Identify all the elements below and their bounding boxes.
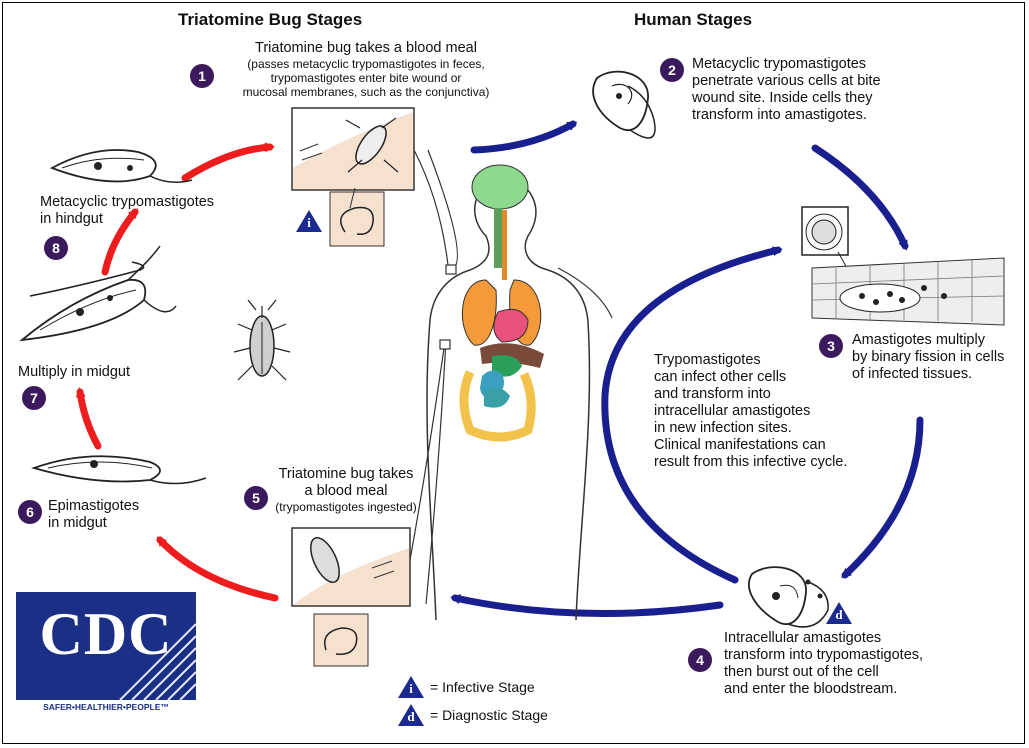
- stage-2-badge: 2: [660, 58, 684, 82]
- reinfection-note: Trypomastigotes can infect other cells a…: [654, 352, 847, 471]
- stage-1-detail-2: trypomastigotes enter bite wound or: [218, 71, 514, 85]
- stage-8-line-1: Metacyclic trypomastigotes: [40, 194, 214, 211]
- legend-infective-letter: i: [398, 681, 424, 697]
- legend-diagnostic: d = Diagnostic Stage: [398, 704, 548, 726]
- stage-6-badge: 6: [18, 500, 42, 524]
- note-line-7: result from this infective cycle.: [654, 454, 847, 471]
- stage-4-label: Intracellular amastigotes transform into…: [724, 630, 923, 698]
- arrow-1-to-2: [474, 124, 573, 150]
- stage-8-badge: 8: [44, 236, 68, 260]
- legend-infective: i = Infective Stage: [398, 676, 535, 698]
- stage-6-line-2: in midgut: [48, 515, 139, 532]
- epimastigote-stage-6: [34, 456, 206, 483]
- note-line-5: in new infection sites.: [654, 420, 847, 437]
- heading-human-stages: Human Stages: [634, 10, 752, 30]
- stage-3-label: Amastigotes multiply by binary fission i…: [852, 332, 1004, 383]
- stage-1-badge: 1: [190, 64, 214, 88]
- stage-8-label: Metacyclic trypomastigotes in hindgut: [40, 194, 214, 228]
- stage-3-line-3: of infected tissues.: [852, 366, 1004, 383]
- stage-7-label: Multiply in midgut: [18, 364, 130, 381]
- stage-5-title-2: a blood meal: [262, 483, 430, 500]
- note-line-1: Trypomastigotes: [654, 352, 847, 369]
- arrow-4-to-5: [455, 598, 720, 614]
- stage-4-line-2: transform into trypomastigotes,: [724, 647, 923, 664]
- legend-diagnostic-label: = Diagnostic Stage: [430, 707, 548, 723]
- human-figure: [427, 165, 589, 620]
- stage-1-detail-3: mucosal membranes, such as the conjuncti…: [218, 85, 514, 99]
- cdc-logo: CDC SAFER•HEALTHIER•PEOPLE™: [16, 592, 196, 700]
- infective-marker-letter: i: [296, 215, 322, 231]
- stage-1-label: Triatomine bug takes a blood meal (passe…: [218, 40, 514, 99]
- legend-infective-marker: i: [398, 676, 424, 698]
- stage-5-label: Triatomine bug takes a blood meal (trypo…: [262, 466, 430, 514]
- diagnostic-stage-marker: d: [826, 602, 852, 624]
- stage-1-title: Triatomine bug takes a blood meal: [218, 40, 514, 57]
- stage-5-detail: (trypomastigotes ingested): [262, 500, 430, 514]
- trypomastigote-stage-4: [749, 567, 828, 627]
- note-line-4: intracellular amastigotes: [654, 403, 847, 420]
- cdc-logo-letters: CDC: [20, 602, 192, 666]
- stage-7-badge: 7: [22, 386, 46, 410]
- stage-2-line-1: Metacyclic trypomastigotes: [692, 56, 881, 73]
- stage-4-line-1: Intracellular amastigotes: [724, 630, 923, 647]
- arrow-6-to-7: [80, 392, 98, 446]
- metacyclic-trypomastigote-stage-8: [52, 150, 192, 182]
- arrow-8-to-1: [185, 147, 270, 178]
- legend-diagnostic-marker: d: [398, 704, 424, 726]
- stage-2-line-2: penetrate various cells at bite: [692, 73, 881, 90]
- stage-2-line-4: transform into amastigotes.: [692, 107, 881, 124]
- stage-5-title-1: Triatomine bug takes: [262, 466, 430, 483]
- cdc-logo-tagline: SAFER•HEALTHIER•PEOPLE™: [16, 702, 196, 712]
- arrow-3-to-4: [845, 420, 920, 575]
- legend-diagnostic-letter: d: [398, 709, 424, 725]
- stage-2-label: Metacyclic trypomastigotes penetrate var…: [692, 56, 881, 124]
- stage-3-line-1: Amastigotes multiply: [852, 332, 1004, 349]
- infective-stage-marker: i: [296, 210, 322, 232]
- epimastigotes-midgut-stage-7: [22, 246, 176, 340]
- note-line-3: and transform into: [654, 386, 847, 403]
- diagnostic-marker-letter: d: [826, 607, 852, 623]
- stage-4-line-4: and enter the bloodstream.: [724, 681, 923, 698]
- legend-infective-label: = Infective Stage: [430, 679, 535, 695]
- stage-3-line-2: by binary fission in cells: [852, 349, 1004, 366]
- triatomine-bug: [234, 300, 290, 380]
- stage-8-line-2: in hindgut: [40, 211, 214, 228]
- infected-tissue-stage-3: [802, 207, 1004, 325]
- stage-4-badge: 4: [688, 648, 712, 672]
- note-line-6: Clinical manifestations can: [654, 437, 847, 454]
- arrow-5-to-6: [160, 540, 275, 598]
- stage-6-line-1: Epimastigotes: [48, 498, 139, 515]
- heading-triatomine-bug-stages: Triatomine Bug Stages: [178, 10, 362, 30]
- stage-4-line-3: then burst out of the cell: [724, 664, 923, 681]
- note-line-2: can infect other cells: [654, 369, 847, 386]
- bite-box-5: [292, 528, 410, 666]
- trypomastigote-stage-2: [593, 72, 655, 138]
- stage-6-label: Epimastigotes in midgut: [48, 498, 139, 532]
- stage-1-detail-1: (passes metacyclic trypomastigotes in fe…: [218, 57, 514, 71]
- stage-2-line-3: wound site. Inside cells they: [692, 90, 881, 107]
